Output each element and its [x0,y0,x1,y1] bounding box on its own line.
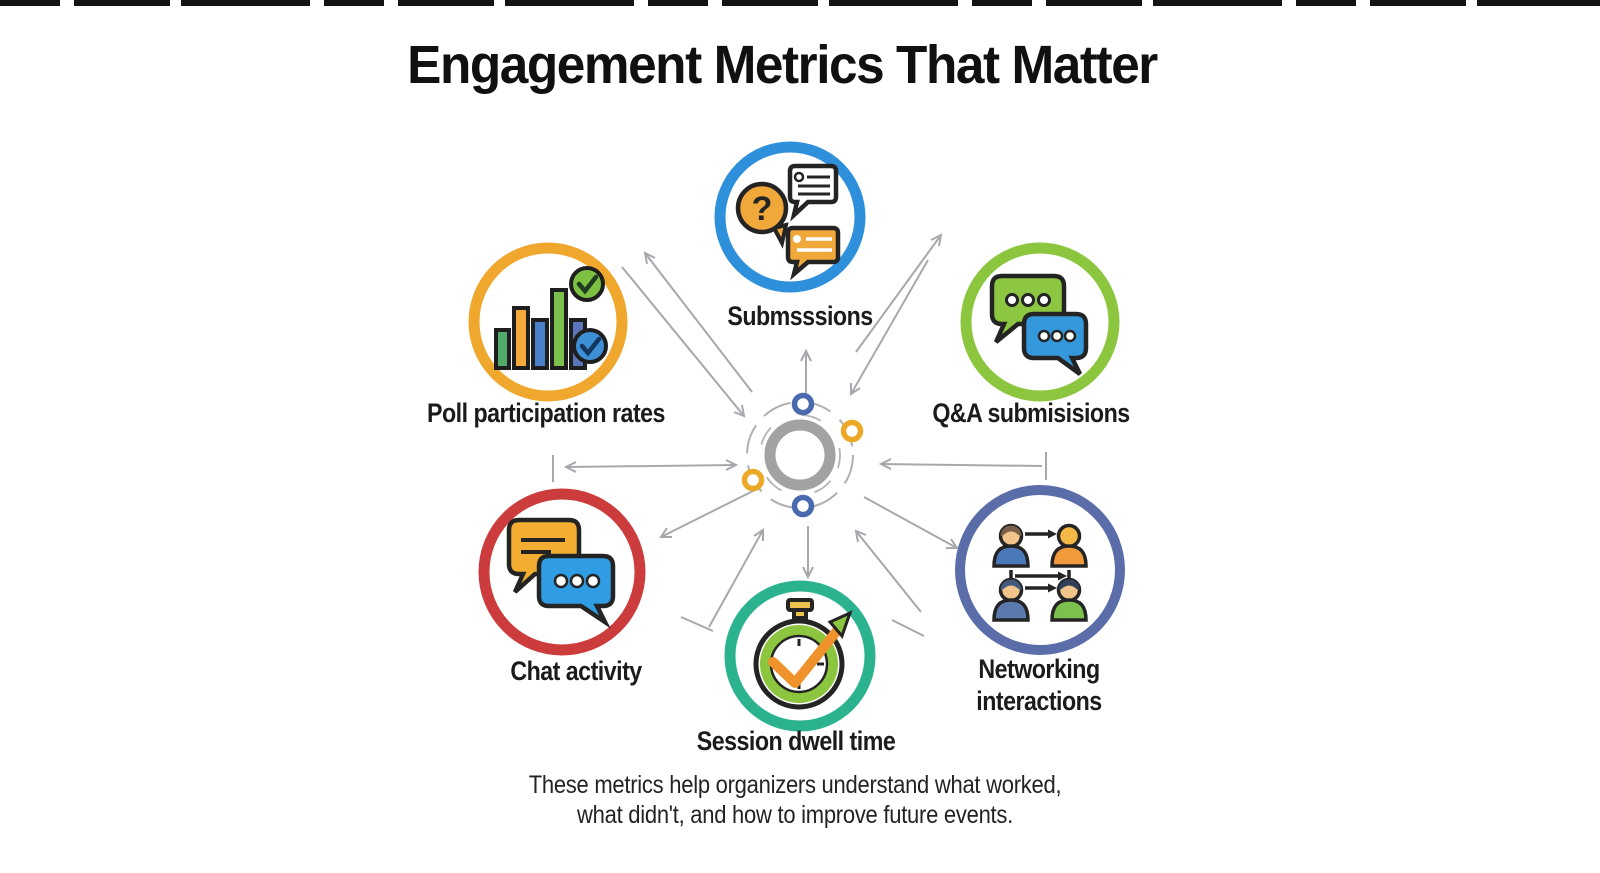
session-label: Session dwell time [696,726,896,756]
question-answer-bubbles-icon: ? [735,163,841,281]
node-session [724,580,876,732]
stopwatch-check-icon [753,598,853,710]
node-submissions: ? [714,141,866,293]
node-networking [955,485,1125,655]
hub-dashed-inner-circle [759,414,841,496]
page-title: Engagement Metrics That Matter [407,35,1158,95]
footer-text-line1: These metrics help organizers understand… [528,771,1062,799]
connector-arrows [552,233,1047,637]
people-network-icon [992,523,1088,622]
submissions-label: Submsssions [727,301,873,331]
chat-messages-icon [506,517,616,629]
question-mark-glyph: ? [752,190,773,228]
poll-label: Poll participation rates [427,398,665,428]
qa-label: Q&A submisisions [932,398,1130,428]
chat-bubbles-dots-icon [989,273,1089,376]
footer-text-line2: what didn't, and how to improve future e… [577,801,1013,829]
networking-ring [955,485,1125,655]
hub-dashed-outer-circle [746,401,854,509]
hub-dot-top [791,392,815,416]
hub-dot-right [840,419,864,443]
node-poll [468,242,628,402]
hub-dot-left [741,468,765,492]
top-edge-artifact [0,0,1600,6]
networking-label-line2: interactions [976,686,1102,716]
networking-label-line1: Networking [978,654,1100,684]
chat-label: Chat activity [510,656,642,686]
hub-ring [764,419,836,491]
bar-chart-checks-icon [494,266,608,370]
node-chat [478,488,646,656]
central-hub [741,392,864,518]
node-qa [960,242,1120,402]
hub-dot-bottom [791,494,815,518]
